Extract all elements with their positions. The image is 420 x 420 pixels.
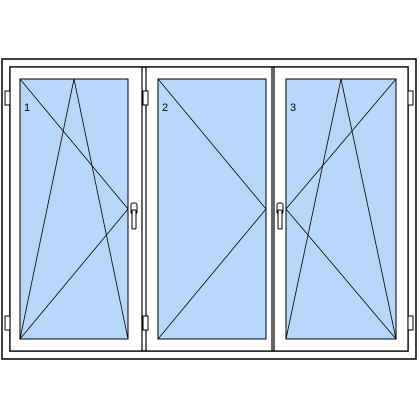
sash-3-handle-icon[interactable] (276, 202, 284, 230)
sash-3-number: 3 (290, 102, 296, 114)
sash-2[interactable]: 2 (142, 66, 282, 352)
sash-1[interactable]: 1 (4, 66, 143, 352)
sash-2-turn-indicator (157, 78, 267, 340)
sash-3-tilt-indicator (285, 78, 397, 340)
sash-3-turn-indicator (285, 78, 397, 340)
sash-2-glass (157, 78, 267, 340)
sash-1-number: 1 (24, 102, 30, 114)
sash-1-handle-icon[interactable] (130, 202, 138, 230)
sash-3-bottom-hinge-icon (407, 315, 414, 331)
sash-1-glass (19, 78, 129, 340)
sash-2-top-hinge-icon (142, 90, 149, 106)
sash-1-turn-indicator (19, 78, 129, 340)
sash-1-tilt-indicator (19, 78, 129, 340)
sash-3-glass (285, 78, 397, 340)
sash-3[interactable]: 3 (273, 66, 414, 352)
sash-2-number: 2 (162, 102, 168, 114)
sash-3-top-hinge-icon (407, 90, 414, 106)
sash-1-bottom-hinge-icon (4, 315, 11, 331)
sash-1-top-hinge-icon (4, 90, 11, 106)
sash-2-bottom-hinge-icon (142, 315, 149, 331)
